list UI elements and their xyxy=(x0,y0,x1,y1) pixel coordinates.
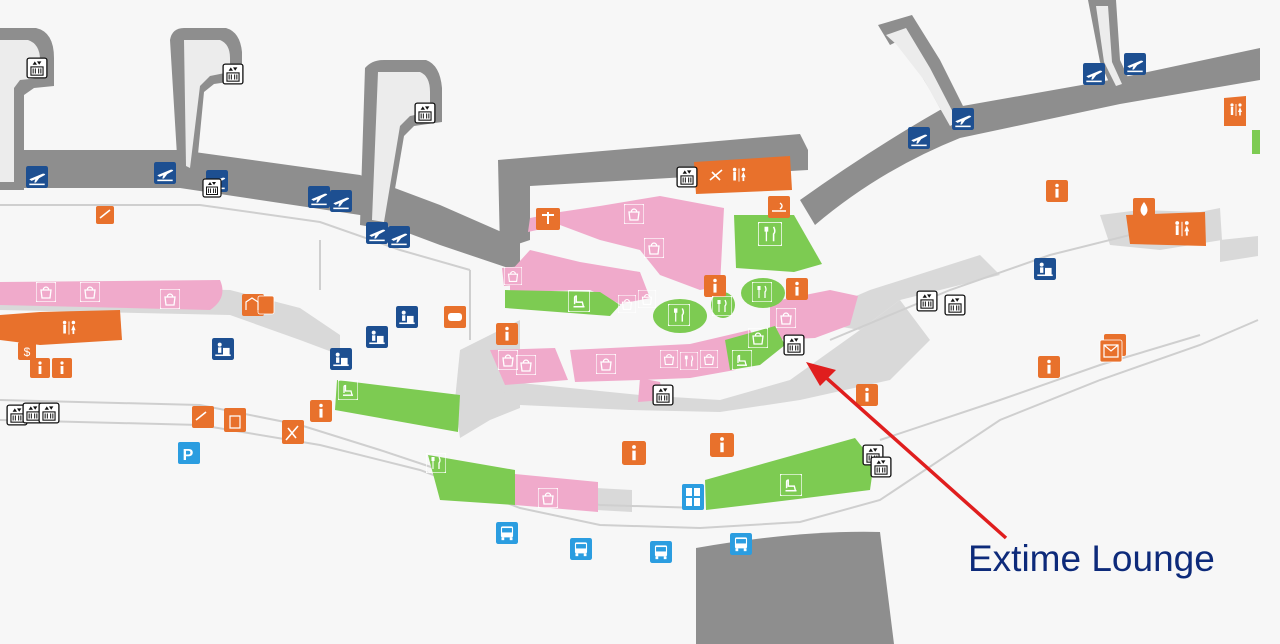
lounge-callout-label: Extime Lounge xyxy=(968,538,1215,579)
information-icon[interactable] xyxy=(52,358,72,378)
airplane-takeoff-icon[interactable] xyxy=(1083,63,1105,85)
information-icon[interactable] xyxy=(622,441,646,465)
lift-icon[interactable] xyxy=(38,402,60,424)
airplane-takeoff-icon[interactable] xyxy=(366,222,388,244)
lift-icon[interactable] xyxy=(676,166,698,188)
security-icon[interactable] xyxy=(366,326,388,348)
service-icon[interactable] xyxy=(706,164,728,186)
information-icon[interactable] xyxy=(1046,180,1068,202)
airplane-takeoff-icon[interactable] xyxy=(952,108,974,130)
lift-icon[interactable] xyxy=(652,384,674,406)
lift-icon[interactable] xyxy=(870,456,892,478)
gaming-icon[interactable] xyxy=(444,306,466,328)
parking-icon[interactable]: P xyxy=(178,442,200,464)
information-icon[interactable] xyxy=(30,358,50,378)
service-icon[interactable] xyxy=(1252,130,1260,154)
information-icon[interactable] xyxy=(310,400,332,422)
lift-icon[interactable] xyxy=(222,63,244,85)
airplane-takeoff-icon[interactable] xyxy=(26,166,48,188)
bus-icon[interactable] xyxy=(650,541,672,563)
airplane-takeoff-icon[interactable] xyxy=(1124,53,1146,75)
information-icon[interactable] xyxy=(704,275,726,297)
information-icon[interactable] xyxy=(1038,356,1060,378)
shopping-zones xyxy=(0,196,858,512)
toilets-icon[interactable] xyxy=(728,164,750,186)
service-icon[interactable] xyxy=(282,420,304,444)
icons-layer: $ P xyxy=(6,53,1260,563)
lift-icon[interactable] xyxy=(783,334,805,356)
airplane-takeoff-icon[interactable] xyxy=(308,186,330,208)
pharmacy-icon[interactable] xyxy=(536,208,560,230)
airplane-takeoff-icon[interactable] xyxy=(908,127,930,149)
service-icon[interactable] xyxy=(96,206,114,224)
svg-text:P: P xyxy=(183,447,194,464)
toilets-icon[interactable] xyxy=(58,317,80,339)
information-icon[interactable] xyxy=(710,433,734,457)
airplane-takeoff-icon[interactable] xyxy=(154,162,176,184)
security-icon[interactable] xyxy=(212,338,234,360)
bus-icon[interactable] xyxy=(682,484,704,510)
security-icon[interactable] xyxy=(1034,258,1056,280)
service-icon[interactable]: $ xyxy=(18,342,36,360)
lift-icon[interactable] xyxy=(26,57,48,79)
airplane-takeoff-icon[interactable] xyxy=(330,190,352,212)
lift-icon[interactable] xyxy=(414,102,436,124)
post-icon[interactable] xyxy=(1099,334,1126,363)
information-icon[interactable] xyxy=(786,278,808,300)
lift-icon[interactable] xyxy=(916,290,938,312)
toilets-icon[interactable] xyxy=(1226,100,1246,120)
smoking-icon[interactable] xyxy=(768,196,790,218)
lounge-callout-arrow xyxy=(806,362,1008,540)
service-icon[interactable] xyxy=(192,406,246,432)
security-icon[interactable] xyxy=(396,306,418,328)
lift-icon[interactable] xyxy=(202,178,222,198)
lift-icon[interactable] xyxy=(944,294,966,316)
toilets-icon[interactable] xyxy=(1170,217,1194,241)
bus-icon[interactable] xyxy=(570,538,592,560)
bus-icon[interactable] xyxy=(496,522,518,544)
svg-text:$: $ xyxy=(24,345,31,359)
airplane-takeoff-icon[interactable] xyxy=(388,226,410,248)
information-icon[interactable] xyxy=(856,384,878,406)
security-icon[interactable] xyxy=(330,348,352,370)
service-icon[interactable] xyxy=(242,294,275,316)
information-icon[interactable] xyxy=(496,323,518,345)
bus-icon[interactable] xyxy=(730,533,752,555)
water-icon[interactable] xyxy=(1133,198,1155,220)
